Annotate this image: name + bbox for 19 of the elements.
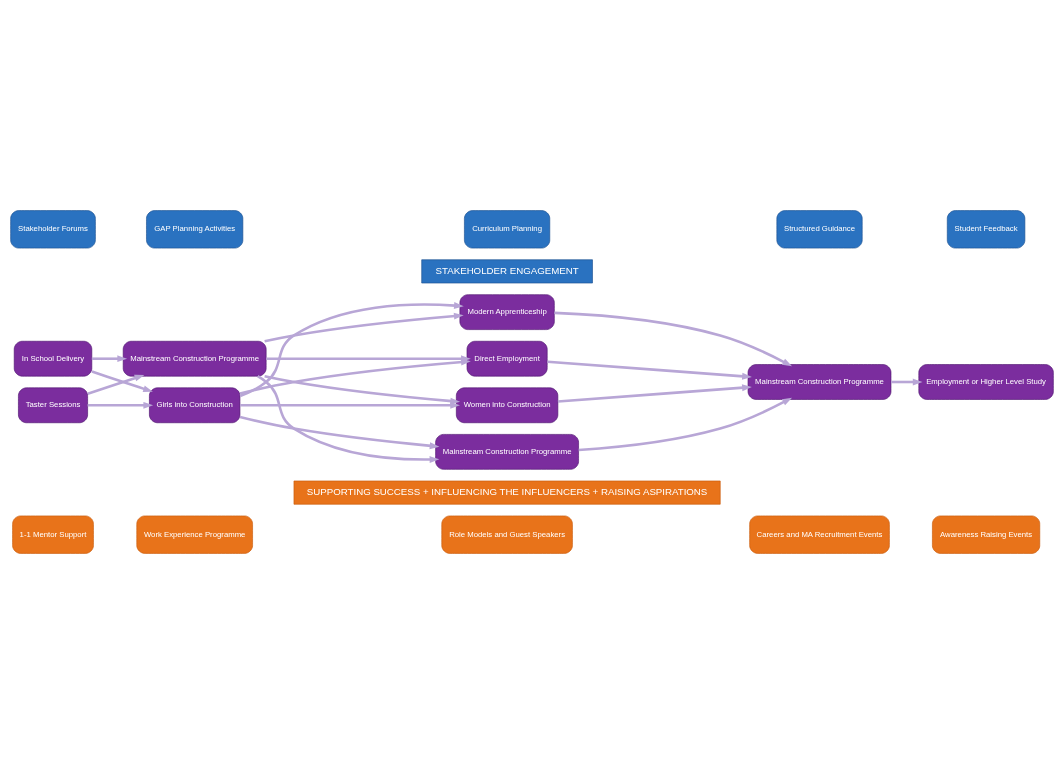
arrow [891,378,923,386]
arrow [547,360,752,380]
arrow [240,401,460,409]
arrow [239,302,464,398]
node-box: SUPPORTING SUCCESS + INFLUENCING THE INFLUENCERS + RAISING ASPIRATIONS [293,480,721,505]
arrow [554,311,793,367]
arrow [239,415,440,450]
arrow [91,355,128,363]
arrow [264,312,464,343]
arrow [557,384,752,403]
arrow [87,401,154,409]
arrow [87,374,145,396]
arrow [264,374,461,405]
node-box: STAKEHOLDER ENGAGEMENT [421,259,593,284]
arrow [91,370,153,392]
arrow [266,355,471,363]
arrow [578,397,793,452]
arrow [257,375,440,463]
arrow [239,358,471,395]
